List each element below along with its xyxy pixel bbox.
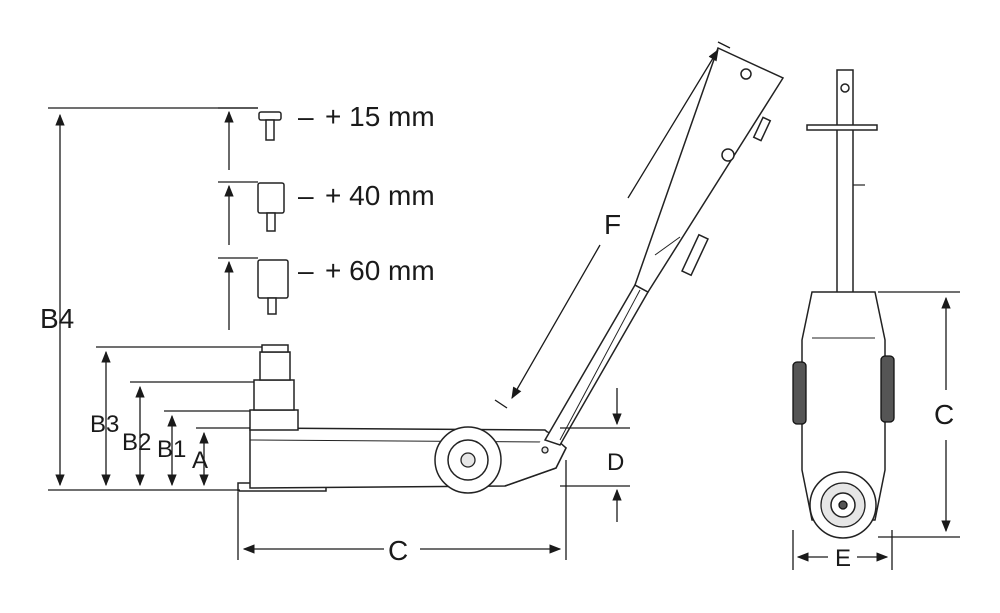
extension-label-40: + 40 mm: [325, 180, 435, 211]
ram-upper: [259, 351, 291, 381]
front-dims: [792, 291, 960, 570]
extension-label-60: + 60 mm: [325, 255, 435, 286]
handle: [543, 46, 785, 446]
extension-60: [257, 259, 289, 299]
ram-middle: [253, 379, 295, 411]
extension-40: [257, 182, 285, 214]
ram-saddle: [261, 344, 289, 353]
side-wheel-left: [792, 361, 807, 425]
label-C-side: C: [388, 535, 408, 566]
extension-dash-1: –: [298, 101, 314, 132]
extension-dims: [218, 107, 258, 330]
label-D: D: [607, 449, 624, 476]
label-B2: B2: [122, 429, 151, 456]
label-E: E: [835, 545, 851, 572]
extension-dash-2: –: [298, 180, 314, 211]
extension-15: [258, 111, 282, 121]
front-handle: [836, 69, 854, 323]
extension-dash-3: –: [298, 255, 314, 286]
ram-lower: [249, 409, 299, 431]
jack-front-view: [792, 69, 895, 539]
label-C-front: C: [934, 399, 954, 430]
pivot-pin: [541, 446, 549, 454]
label-B4: B4: [40, 303, 74, 334]
height-dims: [48, 41, 731, 560]
label-A: A: [192, 447, 208, 474]
side-wheel-right: [880, 355, 895, 423]
label-F: F: [604, 209, 621, 240]
label-B1: B1: [157, 436, 186, 463]
extension-pieces: [257, 111, 289, 315]
extension-label-15: + 15 mm: [325, 101, 435, 132]
jack-side-view: [237, 46, 785, 494]
label-B3: B3: [90, 411, 119, 438]
